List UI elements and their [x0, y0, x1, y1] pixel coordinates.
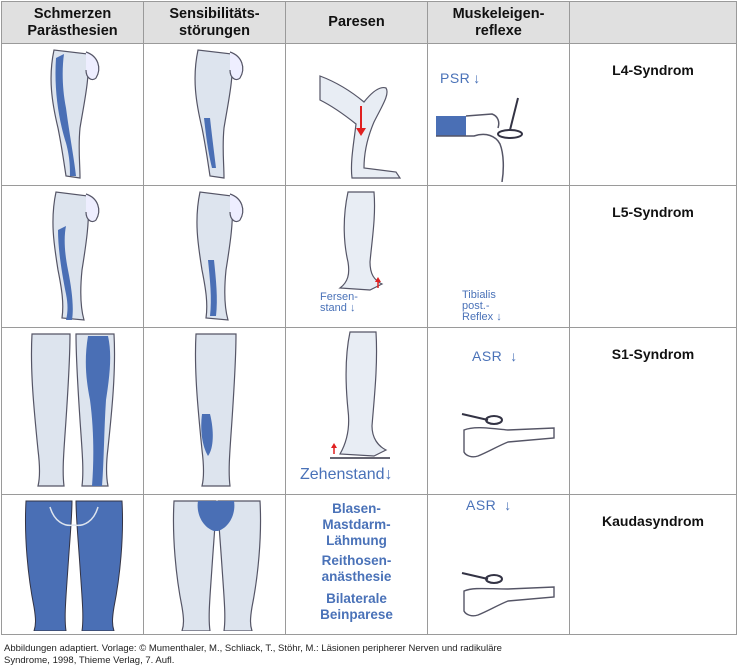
syndrome-label-s1: S1-Syndrom: [611, 346, 695, 362]
legs-back-pain-kauda-illustration: [24, 500, 124, 631]
s1-syndrome-cell: S1-Syndrom: [569, 327, 737, 495]
l5-pain-figure: [1, 185, 144, 328]
l4-sensory-figure: [143, 43, 286, 186]
kauda-paresis-cell: Blasen- Mastdarm- Lähmung Reithosen- anä…: [285, 494, 428, 635]
fersenstand-line1: Fersen-: [320, 291, 358, 303]
leg-front-sensory-l4-illustration: [194, 49, 244, 179]
tibialis-reflex-label: Tibialis post.- Reflex ↓: [462, 290, 502, 323]
footnote-line1: Abbildungen adaptiert. Vorlage: © Mument…: [4, 643, 502, 654]
table-row-l4: PSR↓ L4-Syndrom: [1, 43, 737, 186]
kauda-reflex-cell: ASR ↓: [427, 494, 570, 635]
l5-sensory-figure: [143, 185, 286, 328]
kauda-sensory-figure: [143, 494, 286, 635]
leg-side-pain-l5-illustration: [52, 191, 100, 321]
header-reflex: Muskeleigen- reflexe: [427, 1, 570, 44]
reithosen-label: Reithosen- anästhesie: [286, 553, 427, 585]
kauda-line7: Beinparese: [320, 607, 393, 622]
psr-text: PSR: [440, 70, 471, 86]
s1-sensory-figure: [143, 327, 286, 495]
leg-side-sensory-l5-illustration: [196, 191, 244, 321]
asr-text-kauda: ASR: [466, 497, 497, 513]
kauda-pain-figure: [1, 494, 144, 635]
leg-front-pain-l4-illustration: [50, 49, 100, 179]
down-arrow-icon: ↓: [384, 466, 393, 483]
down-arrow-icon: ↓: [496, 311, 502, 323]
blasen-mastdarm-label: Blasen- Mastdarm- Lähmung: [286, 501, 427, 549]
header-sensory: Sensibilitäts- störungen: [143, 1, 286, 44]
kauda-line1: Blasen-: [332, 501, 381, 516]
asr-label-s1: ASR ↓: [472, 348, 518, 364]
achilles-reflex-s1-illustration: [461, 413, 555, 458]
asr-label-kauda: ASR ↓: [466, 497, 512, 513]
s1-paresis-cell: Zehenstand↓: [285, 327, 428, 495]
legs-back-sensory-kauda-illustration: [172, 500, 262, 631]
header-pain: Schmerzen Parästhesien: [1, 1, 144, 44]
zehenstand-label: Zehenstand↓: [300, 466, 393, 484]
kauda-line6: Bilaterale: [326, 591, 387, 606]
fersenstand-label: Fersen- stand ↓: [320, 292, 358, 314]
down-arrow-icon: ↓: [473, 70, 481, 86]
asr-text-s1: ASR: [472, 348, 503, 364]
kauda-line4: Reithosen-: [321, 553, 392, 568]
kauda-line2: Mastdarm-: [322, 517, 391, 532]
l5-reflex-cell: Tibialis post.- Reflex ↓: [427, 185, 570, 328]
l4-reflex-cell: PSR↓: [427, 43, 570, 186]
table-row-l5: Fersen- stand ↓ Tibialis post.- Reflex ↓…: [1, 185, 737, 328]
l4-paresis-figure: [285, 43, 428, 186]
header-syndrome: [569, 1, 737, 44]
header-reflex-line2: reflexe: [475, 22, 522, 39]
l4-pain-figure: [1, 43, 144, 186]
down-arrow-icon: ↓: [510, 348, 518, 364]
s1-pain-figure: [1, 327, 144, 495]
legs-back-pain-s1-illustration: [30, 333, 116, 487]
header-pain-line1: Schmerzen: [33, 5, 112, 22]
table-row-s1: Zehenstand↓ ASR↓ S1-Syndrom: [1, 327, 737, 495]
fersenstand-line2: stand ↓: [320, 303, 358, 314]
heel-stand-paresis-illustration: [338, 191, 384, 291]
header-pain-line2: Parästhesien: [27, 22, 118, 39]
header-reflex-line1: Muskeleigen-: [452, 5, 545, 22]
header-paresis: Paresen: [285, 1, 428, 44]
down-arrow-icon: ↓: [349, 302, 356, 314]
footnote-line2: Syndrome, 1998, Thieme Verlag, 7. Aufl.: [4, 655, 175, 666]
syndrome-table: Schmerzen Parästhesien Sensibilitäts- st…: [1, 1, 737, 635]
kauda-syndrome-cell: Kaudasyndrom: [569, 494, 737, 635]
bilaterale-label: Bilaterale Beinparese: [286, 591, 427, 623]
header-row: Schmerzen Parästhesien Sensibilitäts- st…: [1, 1, 737, 44]
syndrome-label-l4: L4-Syndrom: [612, 62, 694, 78]
kauda-line3: Lähmung: [326, 533, 387, 548]
toe-stand-paresis-illustration: [330, 331, 390, 459]
kauda-line5: anästhesie: [321, 569, 392, 584]
syndrome-label-kauda: Kaudasyndrom: [602, 513, 704, 529]
l5-syndrome-cell: L5-Syndrom: [569, 185, 737, 328]
footnote: Abbildungen adaptiert. Vorlage: © Mument…: [4, 643, 739, 667]
achilles-reflex-kauda-illustration: [461, 572, 555, 617]
s1-reflex-cell: ASR ↓: [427, 327, 570, 495]
header-sensory-line2: störungen: [179, 22, 250, 39]
patellar-reflex-illustration: [436, 97, 523, 182]
syndrome-label-l5: L5-Syndrom: [612, 204, 694, 220]
tibialis-line3-text: Reflex: [462, 311, 494, 323]
down-arrow-icon: ↓: [504, 497, 512, 513]
header-sensory-line1: Sensibilitäts-: [169, 5, 260, 22]
l5-paresis-cell: Fersen- stand ↓: [285, 185, 428, 328]
psr-label: PSR↓: [440, 70, 481, 86]
tibialis-line3: Reflex ↓: [462, 312, 502, 323]
knee-extension-paresis-illustration: [319, 75, 402, 179]
tibialis-line2: post.-: [462, 300, 490, 312]
header-paresis-line1: Paresen: [328, 14, 385, 30]
leg-back-sensory-s1-illustration: [194, 333, 237, 487]
l4-syndrome-cell: L4-Syndrom: [569, 43, 737, 186]
fersenstand-line2-text: stand: [320, 302, 347, 314]
zehenstand-text: Zehenstand: [300, 466, 385, 483]
table-row-kauda: Blasen- Mastdarm- Lähmung Reithosen- anä…: [1, 494, 737, 635]
tibialis-line1: Tibialis: [462, 289, 496, 301]
